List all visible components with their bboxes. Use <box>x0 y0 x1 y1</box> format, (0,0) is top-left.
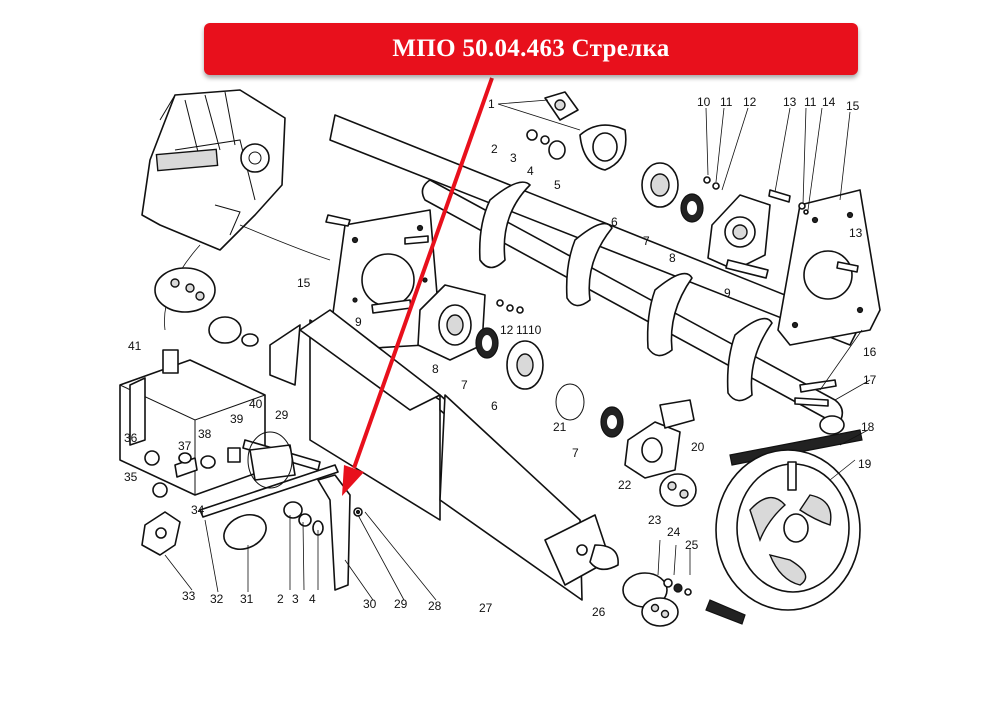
callout-11-left: 11 <box>516 323 529 337</box>
callout-5: 5 <box>554 178 561 192</box>
callout-35: 35 <box>124 470 138 484</box>
auger-shaft <box>329 114 861 435</box>
callout-14: 14 <box>822 95 836 109</box>
right-bearing-housing <box>707 189 791 279</box>
callout-38: 38 <box>198 427 212 441</box>
lower-bearing-housing <box>371 284 544 390</box>
callout-8-left: 8 <box>432 362 439 376</box>
callout-labels: 1 2 3 4 5 6 7 8 9 10 11 12 13 11 14 15 1… <box>124 95 877 619</box>
callout-6: 6 <box>611 215 618 229</box>
right-flange-plate <box>777 189 881 346</box>
callout-32: 32 <box>210 592 224 606</box>
callout-1: 1 <box>488 97 495 111</box>
callout-12-left: 12 <box>500 323 514 337</box>
callout-15-left: 15 <box>297 276 311 290</box>
callout-20: 20 <box>691 440 705 454</box>
left-assembly <box>119 267 363 591</box>
callout-27: 27 <box>479 601 493 615</box>
leader-lines <box>164 99 871 601</box>
callout-2: 2 <box>491 142 498 156</box>
callout-30: 30 <box>363 597 377 611</box>
callout-3-lower: 3 <box>292 592 299 606</box>
callout-22: 22 <box>618 478 632 492</box>
callout-10: 10 <box>697 95 711 109</box>
callout-13: 13 <box>783 95 797 109</box>
banner-title: МПО 50.04.463 Стрелка <box>392 35 670 62</box>
left-flange-plate <box>325 209 441 351</box>
callout-25: 25 <box>685 538 699 552</box>
callout-29-left: 29 <box>275 408 289 422</box>
upper-small-parts <box>526 91 627 171</box>
callout-29: 29 <box>394 597 408 611</box>
gearbox-housing <box>141 89 286 251</box>
callout-12: 12 <box>743 95 757 109</box>
callout-7-lower: 7 <box>572 446 579 460</box>
callout-6-left: 6 <box>491 399 498 413</box>
callout-39: 39 <box>230 412 244 426</box>
middle-lower-parts <box>555 383 697 507</box>
housing-panels <box>299 309 619 601</box>
callout-13-right: 13 <box>849 226 863 240</box>
callout-9-left: 9 <box>355 315 362 329</box>
callout-2-lower: 2 <box>277 592 284 606</box>
callout-21: 21 <box>553 420 567 434</box>
callout-34: 34 <box>191 503 205 517</box>
callout-7: 7 <box>643 234 650 248</box>
callout-18: 18 <box>861 420 875 434</box>
callout-8: 8 <box>669 251 676 265</box>
callout-11-right: 11 <box>804 95 817 109</box>
callout-7-left: 7 <box>461 378 468 392</box>
callout-10-left: 10 <box>528 323 542 337</box>
upper-bearings <box>641 162 809 223</box>
callout-16: 16 <box>863 345 877 359</box>
callout-4: 4 <box>527 164 534 178</box>
callout-9: 9 <box>724 286 731 300</box>
callout-3: 3 <box>510 151 517 165</box>
callout-41: 41 <box>128 339 142 353</box>
callout-4-lower: 4 <box>309 592 316 606</box>
callout-15: 15 <box>846 99 860 113</box>
pointer-arrow <box>342 77 494 496</box>
callout-37: 37 <box>178 439 192 453</box>
callout-11: 11 <box>720 95 733 109</box>
callout-23: 23 <box>648 513 662 527</box>
lower-flange <box>622 572 692 627</box>
callout-26: 26 <box>592 605 606 619</box>
callout-24: 24 <box>667 525 681 539</box>
callout-17: 17 <box>863 373 877 387</box>
drive-pulley <box>705 429 863 625</box>
callout-19: 19 <box>858 457 872 471</box>
callout-33: 33 <box>182 589 196 603</box>
callout-31: 31 <box>240 592 254 606</box>
callout-28: 28 <box>428 599 442 613</box>
callout-36: 36 <box>124 431 138 445</box>
part-title-banner: МПО 50.04.463 Стрелка <box>204 23 858 75</box>
callout-40: 40 <box>249 397 263 411</box>
